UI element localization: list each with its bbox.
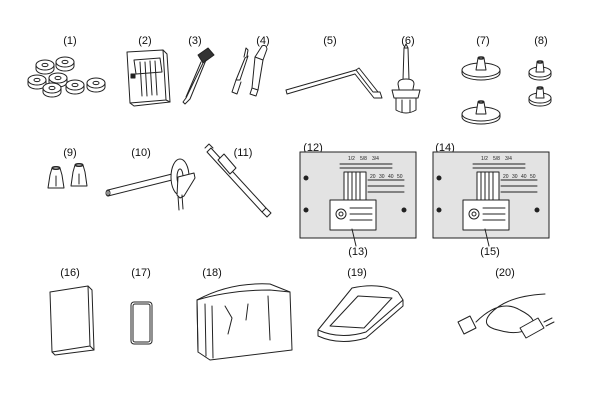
plate-number-label: 30 bbox=[379, 174, 385, 180]
needle-pack-icon bbox=[127, 50, 170, 106]
touch-pen-icon bbox=[205, 144, 271, 217]
label-1: (1) bbox=[63, 35, 77, 47]
plate-number-label: 50 bbox=[530, 174, 536, 180]
plate-number-label: 20 bbox=[503, 174, 509, 180]
spool-pin-felt-icon bbox=[48, 164, 87, 189]
spool-cap-small-icon bbox=[529, 61, 551, 106]
needle-plate-straight-stitch-icon bbox=[300, 152, 416, 246]
plate-scale-label: 3/4 bbox=[372, 156, 379, 162]
label-2: (2) bbox=[138, 35, 152, 47]
label-16: (16) bbox=[60, 267, 80, 279]
label-19: (19) bbox=[347, 267, 367, 279]
plate-number-label: 40 bbox=[388, 174, 394, 180]
label-8: (8) bbox=[534, 35, 548, 47]
quilting-guide-icon bbox=[286, 68, 382, 98]
label-12: (12) bbox=[303, 142, 323, 154]
dust-cover-icon bbox=[197, 284, 292, 360]
label-17: (17) bbox=[131, 267, 151, 279]
plate-scale-label: 5/8 bbox=[360, 156, 367, 162]
needle-plate-standard-icon bbox=[433, 152, 549, 246]
label-13: (13) bbox=[348, 246, 368, 258]
additional-spool-pin-icon bbox=[106, 159, 195, 210]
label-3: (3) bbox=[188, 35, 202, 47]
seam-ripper-icon bbox=[232, 45, 267, 96]
plate-number-label: 20 bbox=[370, 174, 376, 180]
label-10: (10) bbox=[131, 147, 151, 159]
plate-number-label: 50 bbox=[397, 174, 403, 180]
bobbins-icon bbox=[28, 57, 105, 97]
label-15: (15) bbox=[480, 246, 500, 258]
label-20: (20) bbox=[495, 267, 515, 279]
label-14: (14) bbox=[435, 142, 455, 154]
instruction-manual-icon bbox=[50, 286, 94, 355]
plate-number-label: 30 bbox=[512, 174, 518, 180]
plate-number-label: 40 bbox=[521, 174, 527, 180]
label-6: (6) bbox=[401, 35, 415, 47]
power-cord-icon bbox=[458, 294, 554, 338]
label-4: (4) bbox=[256, 35, 270, 47]
plate-scale-label: 5/8 bbox=[493, 156, 500, 162]
spool-cap-large-icon bbox=[462, 57, 500, 124]
label-11: (11) bbox=[233, 147, 253, 159]
label-7: (7) bbox=[476, 35, 490, 47]
label-18: (18) bbox=[202, 267, 222, 279]
quick-reference-card-icon bbox=[131, 302, 152, 344]
plate-scale-label: 3/4 bbox=[505, 156, 512, 162]
label-5: (5) bbox=[323, 35, 337, 47]
cleaning-brush-icon bbox=[183, 48, 214, 104]
foot-controller-icon bbox=[318, 286, 403, 342]
plate-scale-label: 1/2 bbox=[481, 156, 488, 162]
label-9: (9) bbox=[63, 147, 77, 159]
plate-scale-label: 1/2 bbox=[348, 156, 355, 162]
screwdriver-icon bbox=[392, 44, 420, 113]
